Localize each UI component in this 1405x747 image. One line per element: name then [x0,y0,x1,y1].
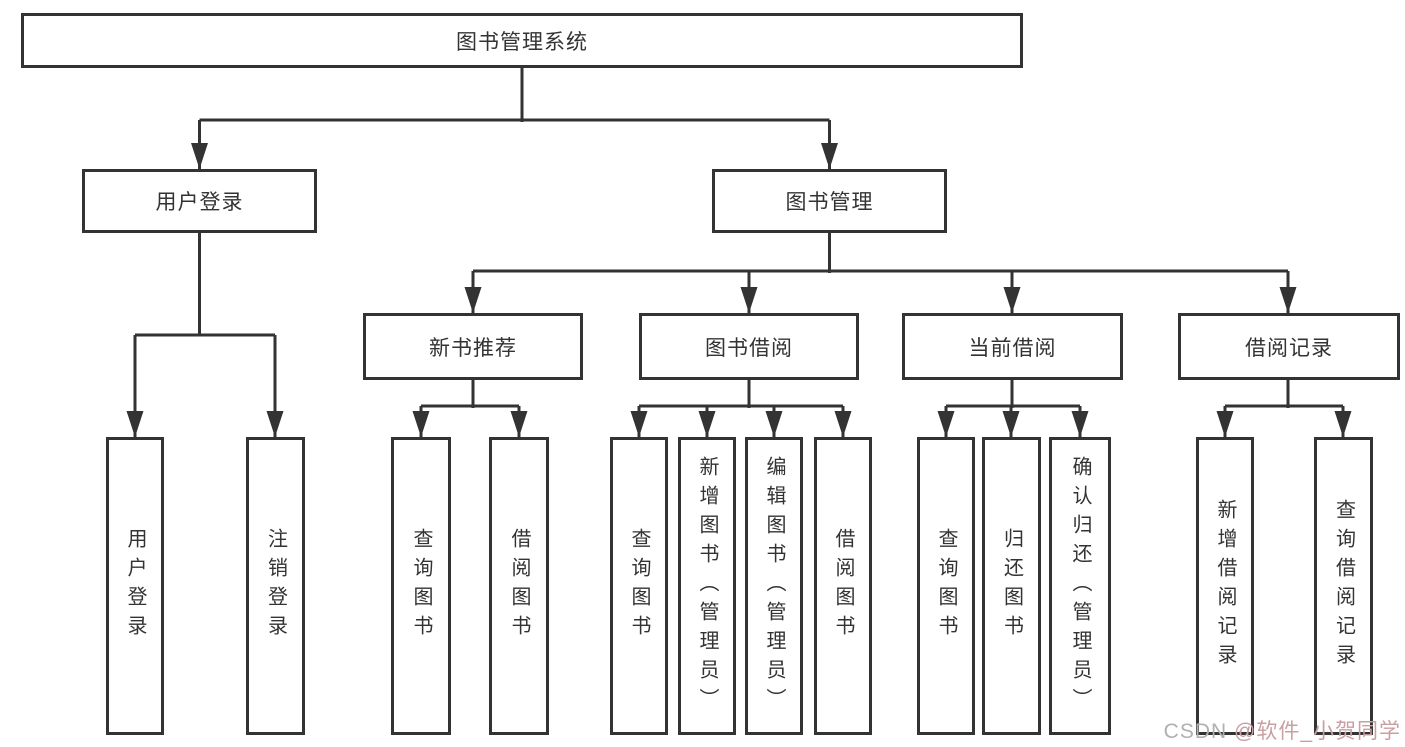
node-new-book-recommend: 新书推荐 [363,313,583,380]
leaf-newrec-query-books: 查询图书 [391,437,451,735]
leaf-current-return-books: 归还图书 [982,437,1041,735]
leaf-current-query-books: 查询图书 [917,437,975,735]
watermark-prefix: CSDN [1163,720,1234,743]
node-borrowing-records: 借阅记录 [1178,313,1400,380]
leaf-borrow-edit-books-admin: 编辑图书（管理员） [745,437,803,735]
leaf-borrow-add-books-admin: 新增图书（管理员） [678,437,736,735]
leaf-user-login: 用户登录 [106,437,164,735]
leaf-newrec-borrow-books: 借阅图书 [489,437,549,735]
node-user-login: 用户登录 [82,169,317,233]
leaf-current-confirm-return-admin: 确认归还（管理员） [1049,437,1111,735]
node-book-borrowing: 图书借阅 [639,313,859,380]
leaf-logout-login: 注销登录 [246,437,305,735]
leaf-borrow-query-books: 查询图书 [610,437,668,735]
tree-edges [133,68,1345,437]
csdn-watermark: CSDN @软件_小贺同学 [1164,715,1401,745]
node-book-management: 图书管理 [712,169,947,233]
node-library-system: 图书管理系统 [21,13,1023,68]
node-current-borrowing: 当前借阅 [902,313,1123,380]
watermark-handle: @软件_小贺同学 [1234,720,1401,743]
leaf-records-add-record: 新增借阅记录 [1196,437,1254,735]
leaf-records-query-record: 查询借阅记录 [1314,437,1373,735]
leaf-borrow-borrow-books: 借阅图书 [814,437,872,735]
